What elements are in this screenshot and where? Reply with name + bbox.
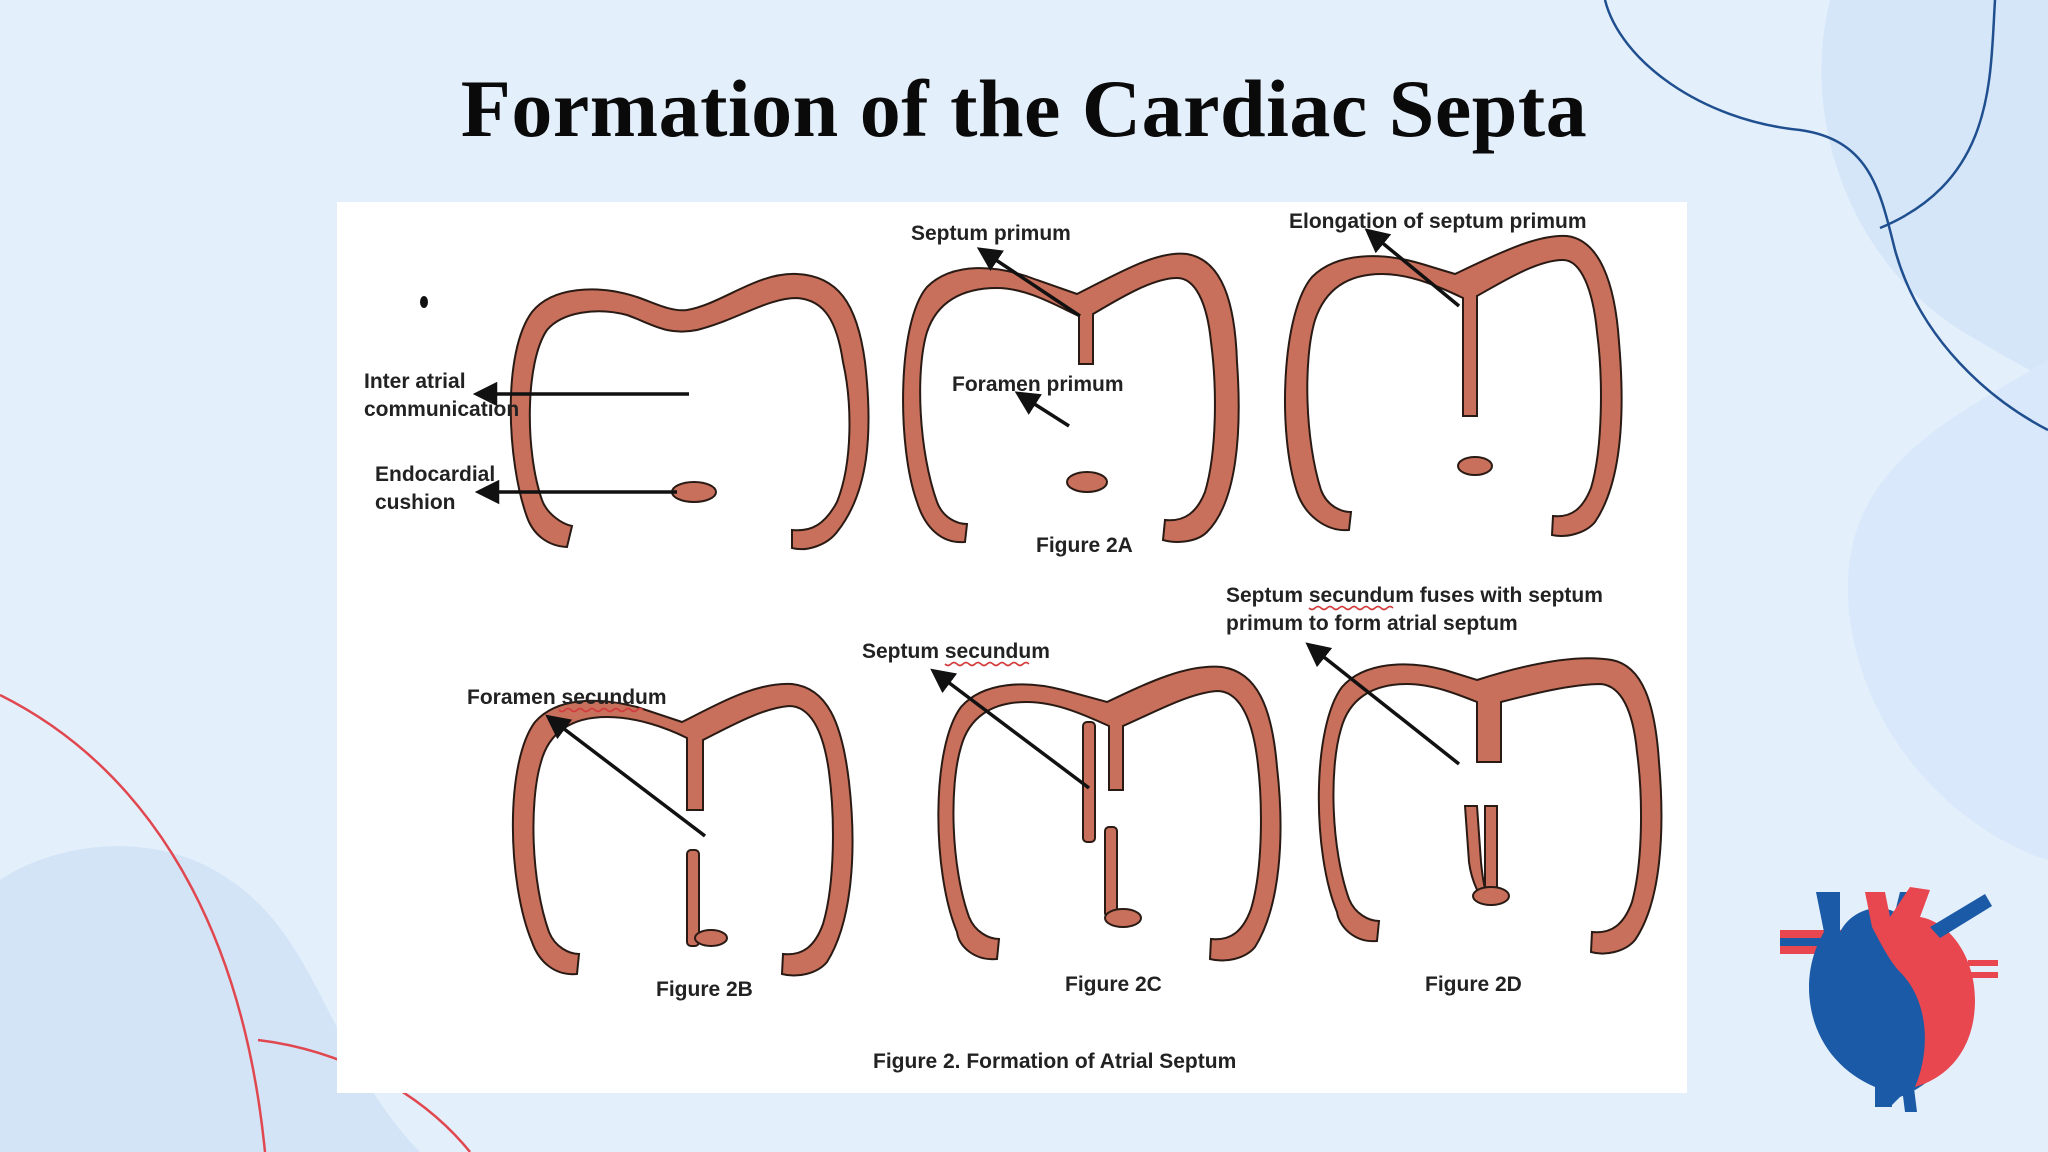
- label-figure-2a: Figure 2A: [1036, 534, 1133, 557]
- label-fuses-1: Septum secundum fuses with septum: [1226, 584, 1603, 607]
- arrow-foramen-primum: [1014, 391, 1070, 428]
- anatomical-heart-icon: [1780, 887, 1998, 1112]
- heart-2a-1: [509, 272, 870, 551]
- label-figure-2c: Figure 2C: [1065, 973, 1162, 996]
- label-foramen-secundum: Foramen secundum: [467, 686, 667, 709]
- arrow-septum-secundum: [930, 668, 1091, 790]
- endocardial-cushion-2a-3: [1457, 456, 1493, 476]
- annotation-arrows: [472, 228, 1461, 838]
- bg-blob-bottom-left: [0, 846, 420, 1152]
- bg-blob-right: [1847, 360, 2048, 860]
- endocardial-cushion-2d: [1472, 886, 1510, 906]
- label-endocardial-2: cushion: [375, 491, 456, 514]
- label-septum-primum: Septum primum: [911, 222, 1071, 245]
- atrial-septum-diagram: Septum primum Elongation of septum primu…: [364, 210, 1663, 1073]
- figure-caption: Figure 2. Formation of Atrial Septum: [873, 1050, 1236, 1073]
- label-figure-2d: Figure 2D: [1425, 973, 1522, 996]
- spellcheck-underlines: [558, 605, 1394, 713]
- arrow-elongation: [1364, 228, 1461, 308]
- endocardial-cushion-2a-2: [1066, 471, 1108, 493]
- arrow-fuses: [1305, 642, 1461, 766]
- heart-2a-2: [902, 252, 1240, 544]
- heart-2d: [1317, 657, 1663, 955]
- heart-2a-3: [1284, 234, 1623, 537]
- endocardial-cushion-2b: [694, 929, 728, 947]
- heart-2b: [511, 682, 854, 977]
- bg-line-red: [0, 693, 267, 1152]
- bg-line-blue-2: [1879, 0, 1997, 230]
- label-septum-secundum: Septum secundum: [862, 640, 1050, 663]
- figure-panel: Septum primum Elongation of septum primu…: [337, 202, 1687, 1093]
- septum-primum-remnant-2b: [686, 849, 700, 947]
- heart-2c: [937, 665, 1282, 962]
- bg-line-blue: [1603, 0, 2048, 432]
- label-fuses-2: primum to form atrial septum: [1226, 612, 1518, 635]
- slide-title: Formation of the Cardiac Septa: [460, 63, 1588, 154]
- septum-secundum-2c: [1082, 721, 1096, 843]
- label-figure-2b: Figure 2B: [656, 978, 753, 1001]
- label-inter-atrial-2: communication: [364, 398, 519, 421]
- stray-mark: [420, 296, 428, 308]
- bg-blob-top-right: [1821, 0, 2048, 380]
- label-endocardial-1: Endocardial: [375, 463, 495, 486]
- endocardial-cushion-2a-1: [671, 481, 717, 503]
- endocardial-cushion-2c: [1104, 908, 1142, 928]
- septum-primum-2c: [1104, 826, 1118, 918]
- label-foramen-primum: Foramen primum: [952, 373, 1124, 396]
- arrow-foramen-secundum: [545, 714, 707, 838]
- arrow-septum-primum: [976, 247, 1081, 318]
- label-inter-atrial-1: Inter atrial: [364, 370, 466, 393]
- label-elongation: Elongation of septum primum: [1289, 210, 1587, 233]
